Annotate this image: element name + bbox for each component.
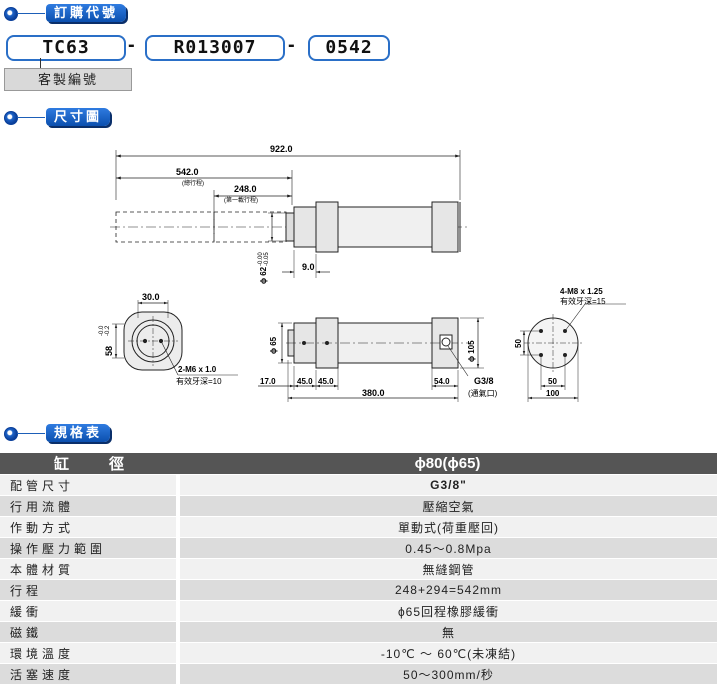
- spec-value: 0.45～0.8Mpa: [178, 537, 717, 559]
- order-dash: -: [128, 34, 135, 56]
- front-view-retracted: [258, 317, 484, 402]
- spec-key: 行程: [0, 579, 180, 601]
- section-header-spec: 規格表: [4, 424, 154, 444]
- spec-key: 緩衝: [0, 600, 180, 622]
- thread-left-depth: 有效牙深=10: [176, 376, 222, 386]
- thread-right-depth: 有效牙深=15: [560, 296, 606, 306]
- spec-header-row: 缸徑 ϕ80(ϕ65): [0, 453, 717, 475]
- end-width-label: 30.0: [142, 292, 160, 302]
- port-note: (通氣口): [468, 388, 498, 398]
- table-row: 磁鐵無: [0, 621, 717, 643]
- spec-key: 作動方式: [0, 516, 180, 538]
- bullet-icon: [4, 427, 18, 441]
- port-label: G3/8: [474, 376, 494, 386]
- spec-value: G3/8": [178, 474, 717, 496]
- spec-key: 活塞速度: [0, 663, 180, 685]
- total-stroke-note: (總行程): [182, 179, 204, 187]
- thread-left-label: 2-M6 x 1.0: [178, 365, 217, 374]
- section-title: 規格表: [46, 424, 111, 442]
- spec-key: 行用流體: [0, 495, 180, 517]
- spec-value: 單動式(荷重壓回): [178, 516, 717, 538]
- section-title: 尺寸圖: [46, 108, 111, 126]
- dim-45a-label: 45.0: [297, 377, 313, 386]
- section-title: 訂購代號: [46, 4, 127, 22]
- spec-value: ϕ65回程橡膠緩衝: [178, 600, 717, 622]
- section-header-dimensions: 尺寸圖: [4, 108, 154, 128]
- spec-key: 配管尺寸: [0, 474, 180, 496]
- order-stroke-code: R013007: [145, 35, 285, 61]
- flange-100-label: 100: [546, 389, 560, 398]
- flange-50h-label: 50: [548, 377, 557, 386]
- spec-header-key: 缸徑: [0, 453, 178, 475]
- spec-value: -10℃ ～ 60℃(未凍結): [178, 642, 717, 664]
- order-suffix: 0542: [308, 35, 390, 61]
- right-flange-view: [520, 303, 626, 402]
- flange-dia-label: ϕ 105: [467, 340, 476, 362]
- left-end-view: [112, 300, 238, 376]
- dim-45b-label: 45.0: [318, 377, 334, 386]
- dim-54-label: 54.0: [434, 377, 450, 386]
- spec-value: 248+294=542mm: [178, 579, 717, 601]
- body-dia-label: ϕ 65: [269, 336, 278, 354]
- spec-key: 本體材質: [0, 558, 180, 580]
- side-view-extended: [110, 150, 470, 278]
- spec-value: 50～300mm/秒: [178, 663, 717, 685]
- dimension-drawing: 922.0 542.0 (總行程) 248.0 (第一載行程) ϕ 62 -0.…: [99, 144, 626, 402]
- spec-key: 磁鐵: [0, 621, 180, 643]
- end-height-label: 58: [104, 346, 114, 356]
- rod-dia-label: ϕ 62: [259, 266, 268, 284]
- order-dash: -: [288, 34, 295, 56]
- spec-value: 無: [178, 621, 717, 643]
- spec-key: 操作壓力範圍: [0, 537, 180, 559]
- flange-50v-label: 50: [514, 339, 523, 348]
- total-length-label: 922.0: [270, 144, 293, 154]
- section-header-order-code: 訂購代號: [4, 4, 154, 24]
- table-row: 行用流體壓縮空氣: [0, 495, 717, 517]
- spec-value: 壓縮空氣: [178, 495, 717, 517]
- custom-number-label: 客製編號: [4, 68, 132, 91]
- dim-380-label: 380.0: [362, 388, 385, 398]
- table-row: 本體材質無縫鋼管: [0, 558, 717, 580]
- bullet-icon: [4, 7, 18, 21]
- spec-key: 環境溫度: [0, 642, 180, 664]
- first-stroke-note: (第一載行程): [224, 196, 258, 204]
- table-row: 環境溫度-10℃ ～ 60℃(未凍結): [0, 642, 717, 664]
- table-row: 作動方式單動式(荷重壓回): [0, 516, 717, 538]
- thread-right-label: 4-M8 x 1.25: [560, 287, 603, 296]
- dim-9-label: 9.0: [302, 262, 315, 272]
- end-tol-lower: -0.2: [105, 325, 111, 336]
- total-stroke-label: 542.0: [176, 167, 199, 177]
- end-tol-upper: -0.0: [99, 325, 105, 336]
- spec-value: 無縫鋼管: [178, 558, 717, 580]
- spec-header-value: ϕ80(ϕ65): [178, 453, 717, 475]
- first-stroke-label: 248.0: [234, 184, 257, 194]
- rod-tol-upper: -0.00: [258, 252, 264, 266]
- bullet-icon: [4, 111, 18, 125]
- dim-17-label: 17.0: [260, 377, 276, 386]
- rod-tol-lower: -0.05: [264, 252, 270, 266]
- order-model: TC63: [6, 35, 126, 61]
